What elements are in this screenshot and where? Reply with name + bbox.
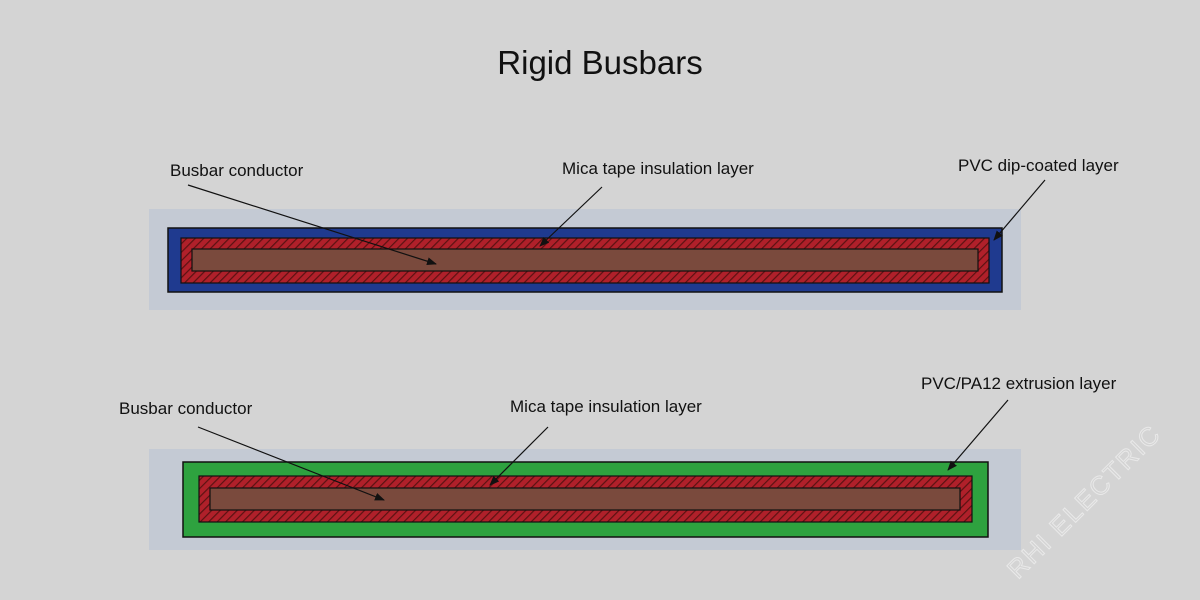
diagram-title: Rigid Busbars: [497, 44, 702, 81]
busbar-dip-coated: Busbar conductor Mica tape insulation la…: [149, 156, 1119, 310]
busbar-conductor: [191, 248, 979, 272]
leader-arrow-conductor: [197, 426, 385, 501]
leader-arrow-pvc-dip-coated: [993, 179, 1046, 241]
callout-pvc-dip-coated: PVC dip-coated layer: [958, 156, 1119, 175]
leader-arrow-pvc-pa12-extrusion: [947, 399, 1009, 471]
leader-arrow-conductor: [187, 184, 437, 266]
busbar-conductor: [209, 487, 961, 511]
callout-mica-tape: Mica tape insulation layer: [510, 397, 702, 416]
callout-busbar-conductor: Busbar conductor: [170, 161, 304, 180]
callout-mica-tape: Mica tape insulation layer: [562, 159, 754, 178]
callout-busbar-conductor: Busbar conductor: [119, 399, 253, 418]
callout-pvc-pa12-extrusion: PVC/PA12 extrusion layer: [921, 374, 1117, 393]
leader-arrow-mica-tape: [539, 186, 603, 247]
leader-arrow-mica-tape: [489, 426, 549, 486]
busbar-extruded: Busbar conductor Mica tape insulation la…: [119, 374, 1117, 550]
watermark-text: RHI ELECTRIC: [1001, 418, 1167, 584]
